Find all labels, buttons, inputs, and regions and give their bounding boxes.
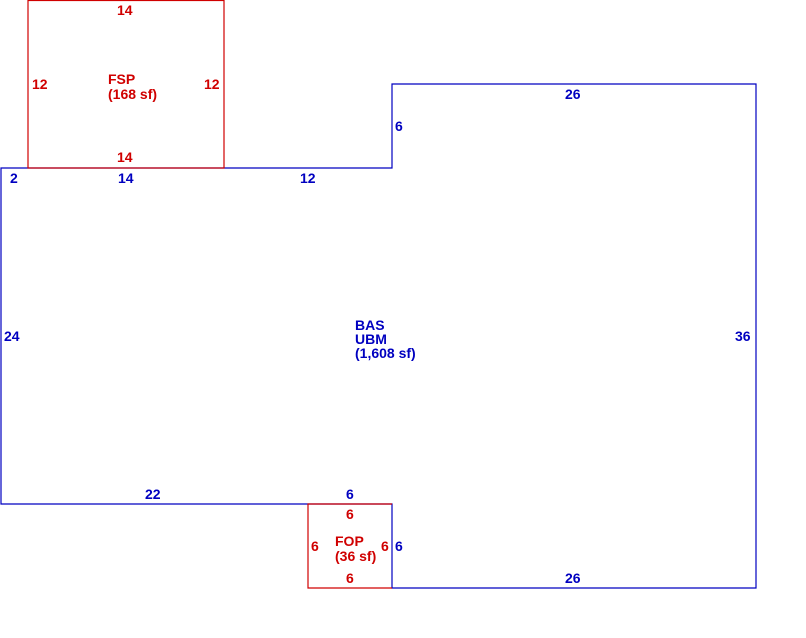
bas-dim-left-top: 2: [10, 170, 18, 186]
bas-dim-step-rise: 6: [395, 118, 403, 134]
bas-dim-left: 24: [4, 328, 20, 344]
fop-outline: [307, 503, 392, 589]
fop-dim-right: 6: [381, 538, 389, 554]
bas-dim-bottom-left: 22: [145, 486, 161, 502]
fop-dim-bottom: 6: [346, 570, 354, 586]
bas-dim-top-left: 14: [118, 170, 134, 186]
fsp-dim-left: 12: [32, 76, 48, 92]
bas-outline: [0, 83, 757, 589]
bas-code-label: BAS: [355, 317, 385, 333]
bas-dim-notch-top: 6: [346, 486, 354, 502]
bas-dim-right: 36: [735, 328, 751, 344]
fop-code-label: FOP: [335, 533, 364, 549]
bas-area-label: (1,608 sf): [355, 345, 416, 361]
fsp-outline: [27, 0, 225, 169]
fop-dim-left: 6: [311, 538, 319, 554]
fsp-dim-bottom: 14: [117, 149, 133, 165]
fsp-dim-top: 14: [117, 2, 133, 18]
fop-area-label: (36 sf): [335, 548, 376, 564]
bas-dim-bottom-right: 26: [565, 570, 581, 586]
bas-subcode-label: UBM: [355, 331, 387, 347]
fop-dim-top: 6: [346, 506, 354, 522]
bas-dim-top-mid: 12: [300, 170, 316, 186]
bas-dim-top-right: 26: [565, 86, 581, 102]
fsp-area-label: (168 sf): [108, 86, 157, 102]
fsp-code-label: FSP: [108, 71, 135, 87]
fsp-dim-right: 12: [204, 76, 220, 92]
bas-dim-notch-side: 6: [395, 538, 403, 554]
